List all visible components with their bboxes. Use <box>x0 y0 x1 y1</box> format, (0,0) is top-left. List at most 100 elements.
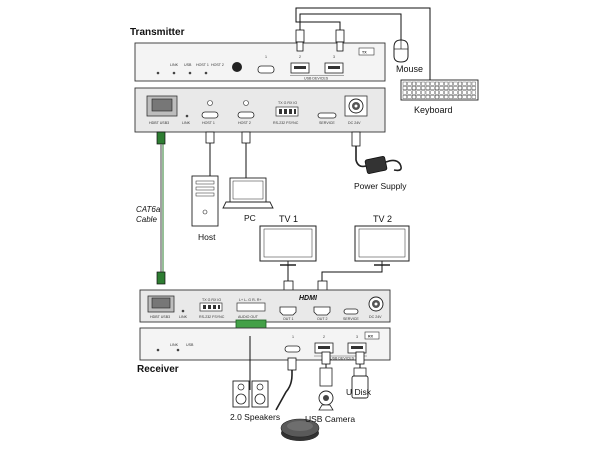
keyboard-key <box>412 90 417 95</box>
tx-rs232-pin-3 <box>289 109 292 114</box>
cat6a-cable: CAT6a Cable <box>136 131 166 285</box>
keyboard-key <box>448 94 453 99</box>
tx-service-port <box>317 112 337 119</box>
usb-plug-1 <box>295 29 305 52</box>
keyboard-key <box>467 86 472 91</box>
tx-dc-jack-pin <box>354 104 358 108</box>
tx-hdbt-label: HDBT USB3 <box>149 121 169 125</box>
rx-rear-link-label: LINK <box>179 315 188 319</box>
tx-usb-devices-label: USB DEVICES <box>304 77 329 81</box>
rx-port1-label: 1 <box>292 335 294 339</box>
rx-link-led <box>156 348 160 352</box>
u-disk: U Disk <box>346 367 372 399</box>
mouse-body <box>393 39 409 63</box>
cable-label-line1: CAT6a <box>136 205 161 214</box>
keyboard-key <box>439 90 444 95</box>
tx-port3-label: 3 <box>333 55 335 59</box>
tx-rs232-label: RS-232 FSYNC <box>273 121 299 125</box>
keyboard-key <box>416 81 421 86</box>
rx-usb-plug-2 <box>321 351 331 365</box>
rx-dc-jack-pin <box>374 302 378 306</box>
keyboard-key <box>425 81 430 86</box>
rx-hdbt-label: HDBT USB3 <box>150 315 170 319</box>
keyboard-key <box>407 94 412 99</box>
speakers-label: 2.0 Speakers <box>230 412 280 422</box>
host-power-button <box>202 209 208 215</box>
keyboard-key <box>458 81 463 86</box>
keyboard-key <box>439 86 444 91</box>
rx-rear-link-led <box>181 309 185 313</box>
power-supply-label: Power Supply <box>354 181 407 191</box>
tx-front-body <box>134 42 386 82</box>
keyboard-key <box>435 81 440 86</box>
tx-host2-screw <box>243 100 249 106</box>
rx-badge-box <box>364 331 380 340</box>
rx-usba-port-2-tongue <box>351 346 363 349</box>
tx-rs232-pin-2 <box>284 109 287 114</box>
keyboard-key <box>435 90 440 95</box>
keyboard-key <box>425 90 430 95</box>
rx-usbc-plug <box>287 357 297 371</box>
keyboard-key <box>444 94 449 99</box>
tx-badge: TX <box>362 51 367 55</box>
rx-usb-plug-3 <box>355 351 365 365</box>
keyboard-key <box>458 90 463 95</box>
keyboard-key <box>439 94 444 99</box>
rx-hdmi-logo: HDMI <box>299 295 318 302</box>
rx-rs232-pin-1 <box>203 305 206 309</box>
u-disk-label: U Disk <box>346 387 372 397</box>
tv1-screen <box>263 228 313 258</box>
mouse-label: Mouse <box>396 64 423 74</box>
tx-host1-label: HOST 1 <box>202 121 215 125</box>
power-adapter <box>364 156 388 174</box>
tx-host1-port <box>201 111 219 119</box>
rx-service-label: SERVICE <box>343 317 359 321</box>
keyboard-key <box>453 94 458 99</box>
usb-plug-2 <box>335 29 345 52</box>
laptop-display <box>232 180 264 200</box>
tx-service-label: SERVICE <box>319 121 335 125</box>
host-tower: Host <box>191 175 219 242</box>
rx-audio-terminal <box>236 302 266 312</box>
rx-usba-port-1-tongue <box>318 346 330 349</box>
tx-usba-port-2-tongue <box>328 66 340 69</box>
tx-led-host2-label: HOST 2 <box>211 63 224 67</box>
rx-rj45-port <box>151 297 171 309</box>
rx-rs232-pin-2 <box>208 305 211 309</box>
keyboard-key <box>402 86 407 91</box>
transmitter-title: Transmitter <box>130 27 185 38</box>
tx-usb-led <box>172 71 176 75</box>
puck-device <box>280 418 320 441</box>
keyboard-key <box>453 86 458 91</box>
tx-rs232-pin-4 <box>294 109 296 114</box>
keyboard-key <box>458 94 463 99</box>
rx-out2-label: OUT 2 <box>317 317 328 321</box>
keyboard-key <box>467 94 472 99</box>
power-cable <box>355 146 367 168</box>
rx-rs232-label: RS-232 FSYNC <box>199 315 225 319</box>
keyboard-key <box>412 94 417 99</box>
udisk-connector <box>353 367 367 377</box>
speaker-right-tweeter <box>256 383 264 391</box>
rx-out1-label: OUT 1 <box>283 317 294 321</box>
rx-audio-label: AUDIO OUT <box>238 315 259 319</box>
tx-rear-link-label: LINK <box>182 121 191 125</box>
keyboard-key <box>453 81 458 86</box>
cat6a-plug-top <box>156 131 166 145</box>
keyboard-key <box>430 90 435 95</box>
keyboard-key <box>471 81 476 86</box>
speaker-left-woofer <box>235 393 247 405</box>
keyboard-key <box>430 86 435 91</box>
keyboard-key <box>462 81 467 86</box>
keyboard-key <box>439 81 444 86</box>
usb-camera-cable <box>275 360 293 411</box>
cat6a-plug-bottom <box>156 271 166 285</box>
receiver-title: Receiver <box>137 364 179 375</box>
tx-button <box>232 62 242 72</box>
keyboard-key <box>416 94 421 99</box>
rx-usb-devices-label: USB DEVICES <box>330 357 355 361</box>
tx-port2-label: 2 <box>299 55 301 59</box>
rx-led-link-label: LINK <box>170 343 179 347</box>
keyboard-cable <box>295 7 431 80</box>
